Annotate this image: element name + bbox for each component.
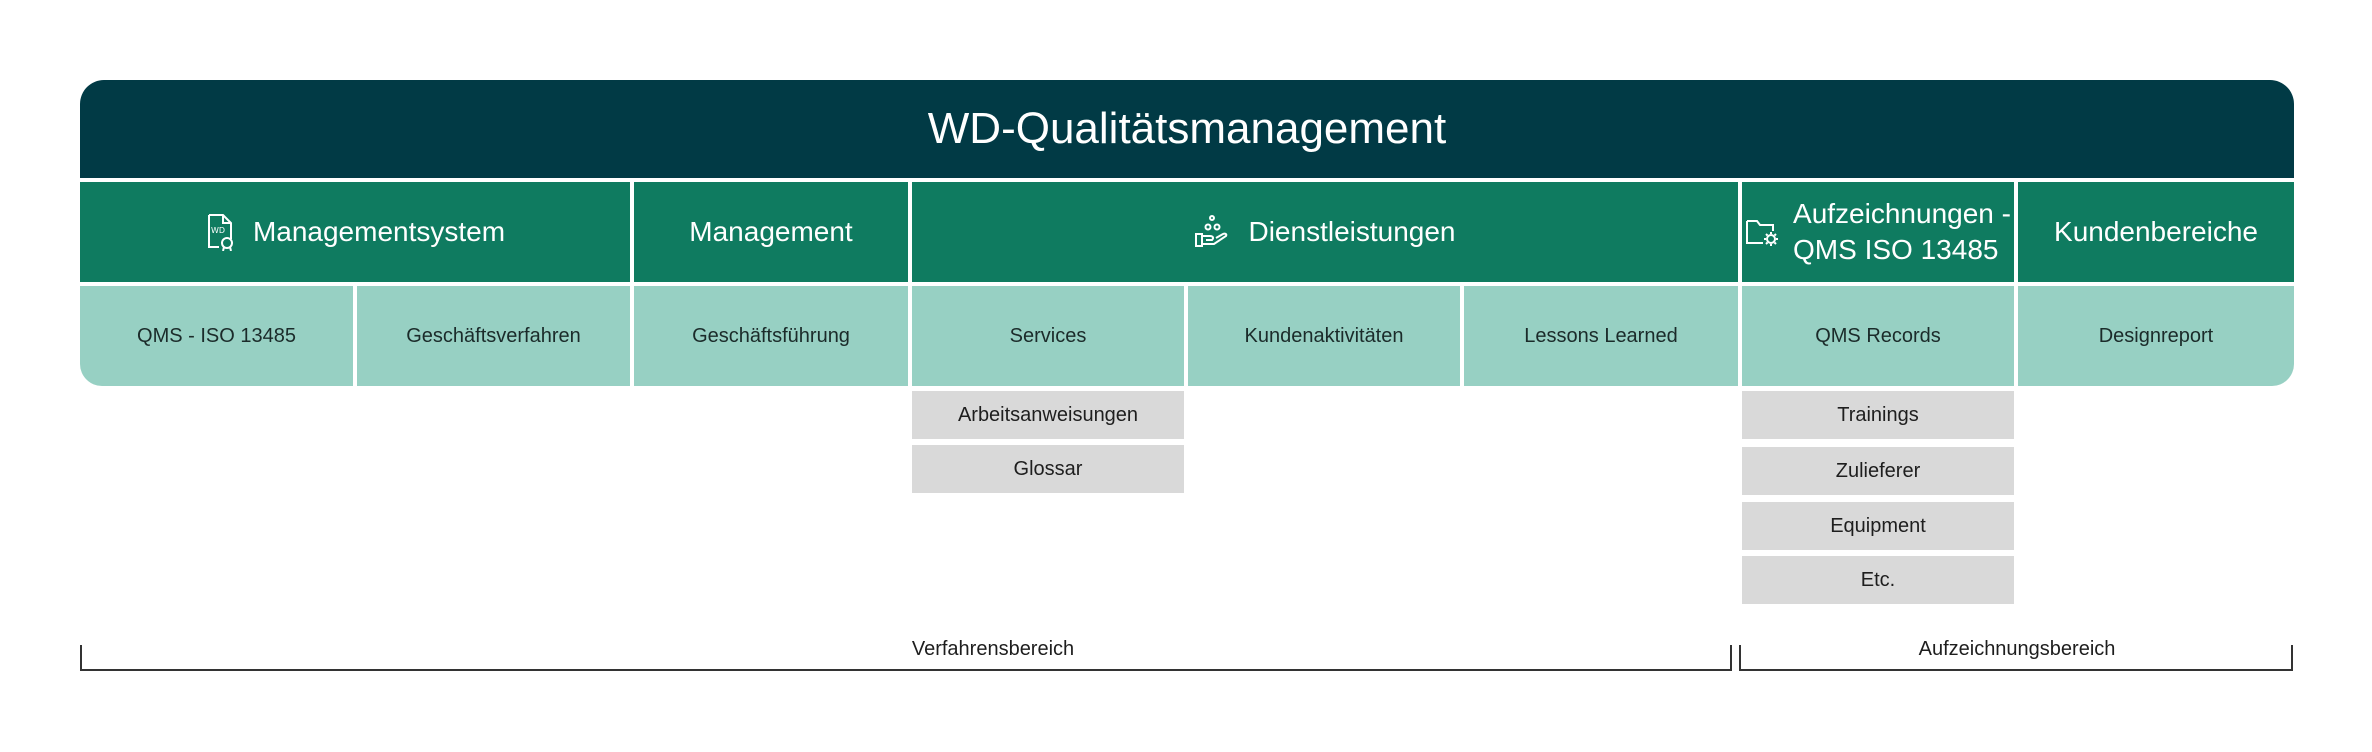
category-label: Dienstleistungen (1248, 215, 1456, 247)
child-glossar: Glossar (912, 445, 1184, 493)
document-badge-icon: WD (205, 213, 235, 251)
subcategory-designreport: Designreport (2018, 286, 2294, 386)
child-etc: Etc. (1742, 556, 2014, 604)
svg-text:WD: WD (211, 226, 225, 235)
procedures-region-bracket (80, 645, 1732, 671)
subcategory-geschaeftsverfahren: Geschäftsverfahren (357, 286, 630, 386)
subcategory-qms-iso: QMS - ISO 13485 (80, 286, 353, 386)
child-zulieferer: Zulieferer (1742, 447, 2014, 495)
folder-gear-icon (1745, 217, 1779, 247)
category-label: Managementsystem (252, 215, 506, 247)
subcategory-lessons-learned: Lessons Learned (1464, 286, 1738, 386)
subcategory-geschaeftsfuehrung: Geschäftsführung (634, 286, 908, 386)
category-label-line-2: QMS ISO 13485 (1793, 234, 1999, 265)
hand-service-icon (1194, 214, 1230, 250)
diagram-title: WD-Qualitätsmanagement (80, 80, 2294, 178)
category-dienstleistungen: Dienstleistungen (912, 182, 1738, 282)
subcategory-services: Services (912, 286, 1184, 386)
records-region-bracket (1739, 645, 2293, 671)
child-trainings: Trainings (1742, 391, 2014, 439)
category-management: Management (634, 182, 908, 282)
category-label: Management (689, 215, 853, 247)
records-region-label: Aufzeichnungsbereich (1908, 638, 2126, 661)
subcategory-qms-records: QMS Records (1742, 286, 2014, 386)
category-label-line-1: Aufzeichnungen - (1793, 197, 2011, 229)
child-arbeitsanweisungen: Arbeitsanweisungen (912, 391, 1184, 439)
category-aufzeichnungen: Aufzeichnungen - QMS ISO 13485 (1742, 182, 2014, 282)
subcategory-kundenaktivitaeten: Kundenaktivitäten (1188, 286, 1460, 386)
child-equipment: Equipment (1742, 502, 2014, 550)
category-label: Aufzeichnungen - QMS ISO 13485 (1793, 196, 2011, 269)
category-label: Kundenbereiche (2054, 215, 2258, 247)
category-kundenbereiche: Kundenbereiche (2018, 182, 2294, 282)
category-managementsystem: WD Managementsystem (80, 182, 630, 282)
procedures-region-label: Verfahrensbereich (901, 638, 1085, 661)
